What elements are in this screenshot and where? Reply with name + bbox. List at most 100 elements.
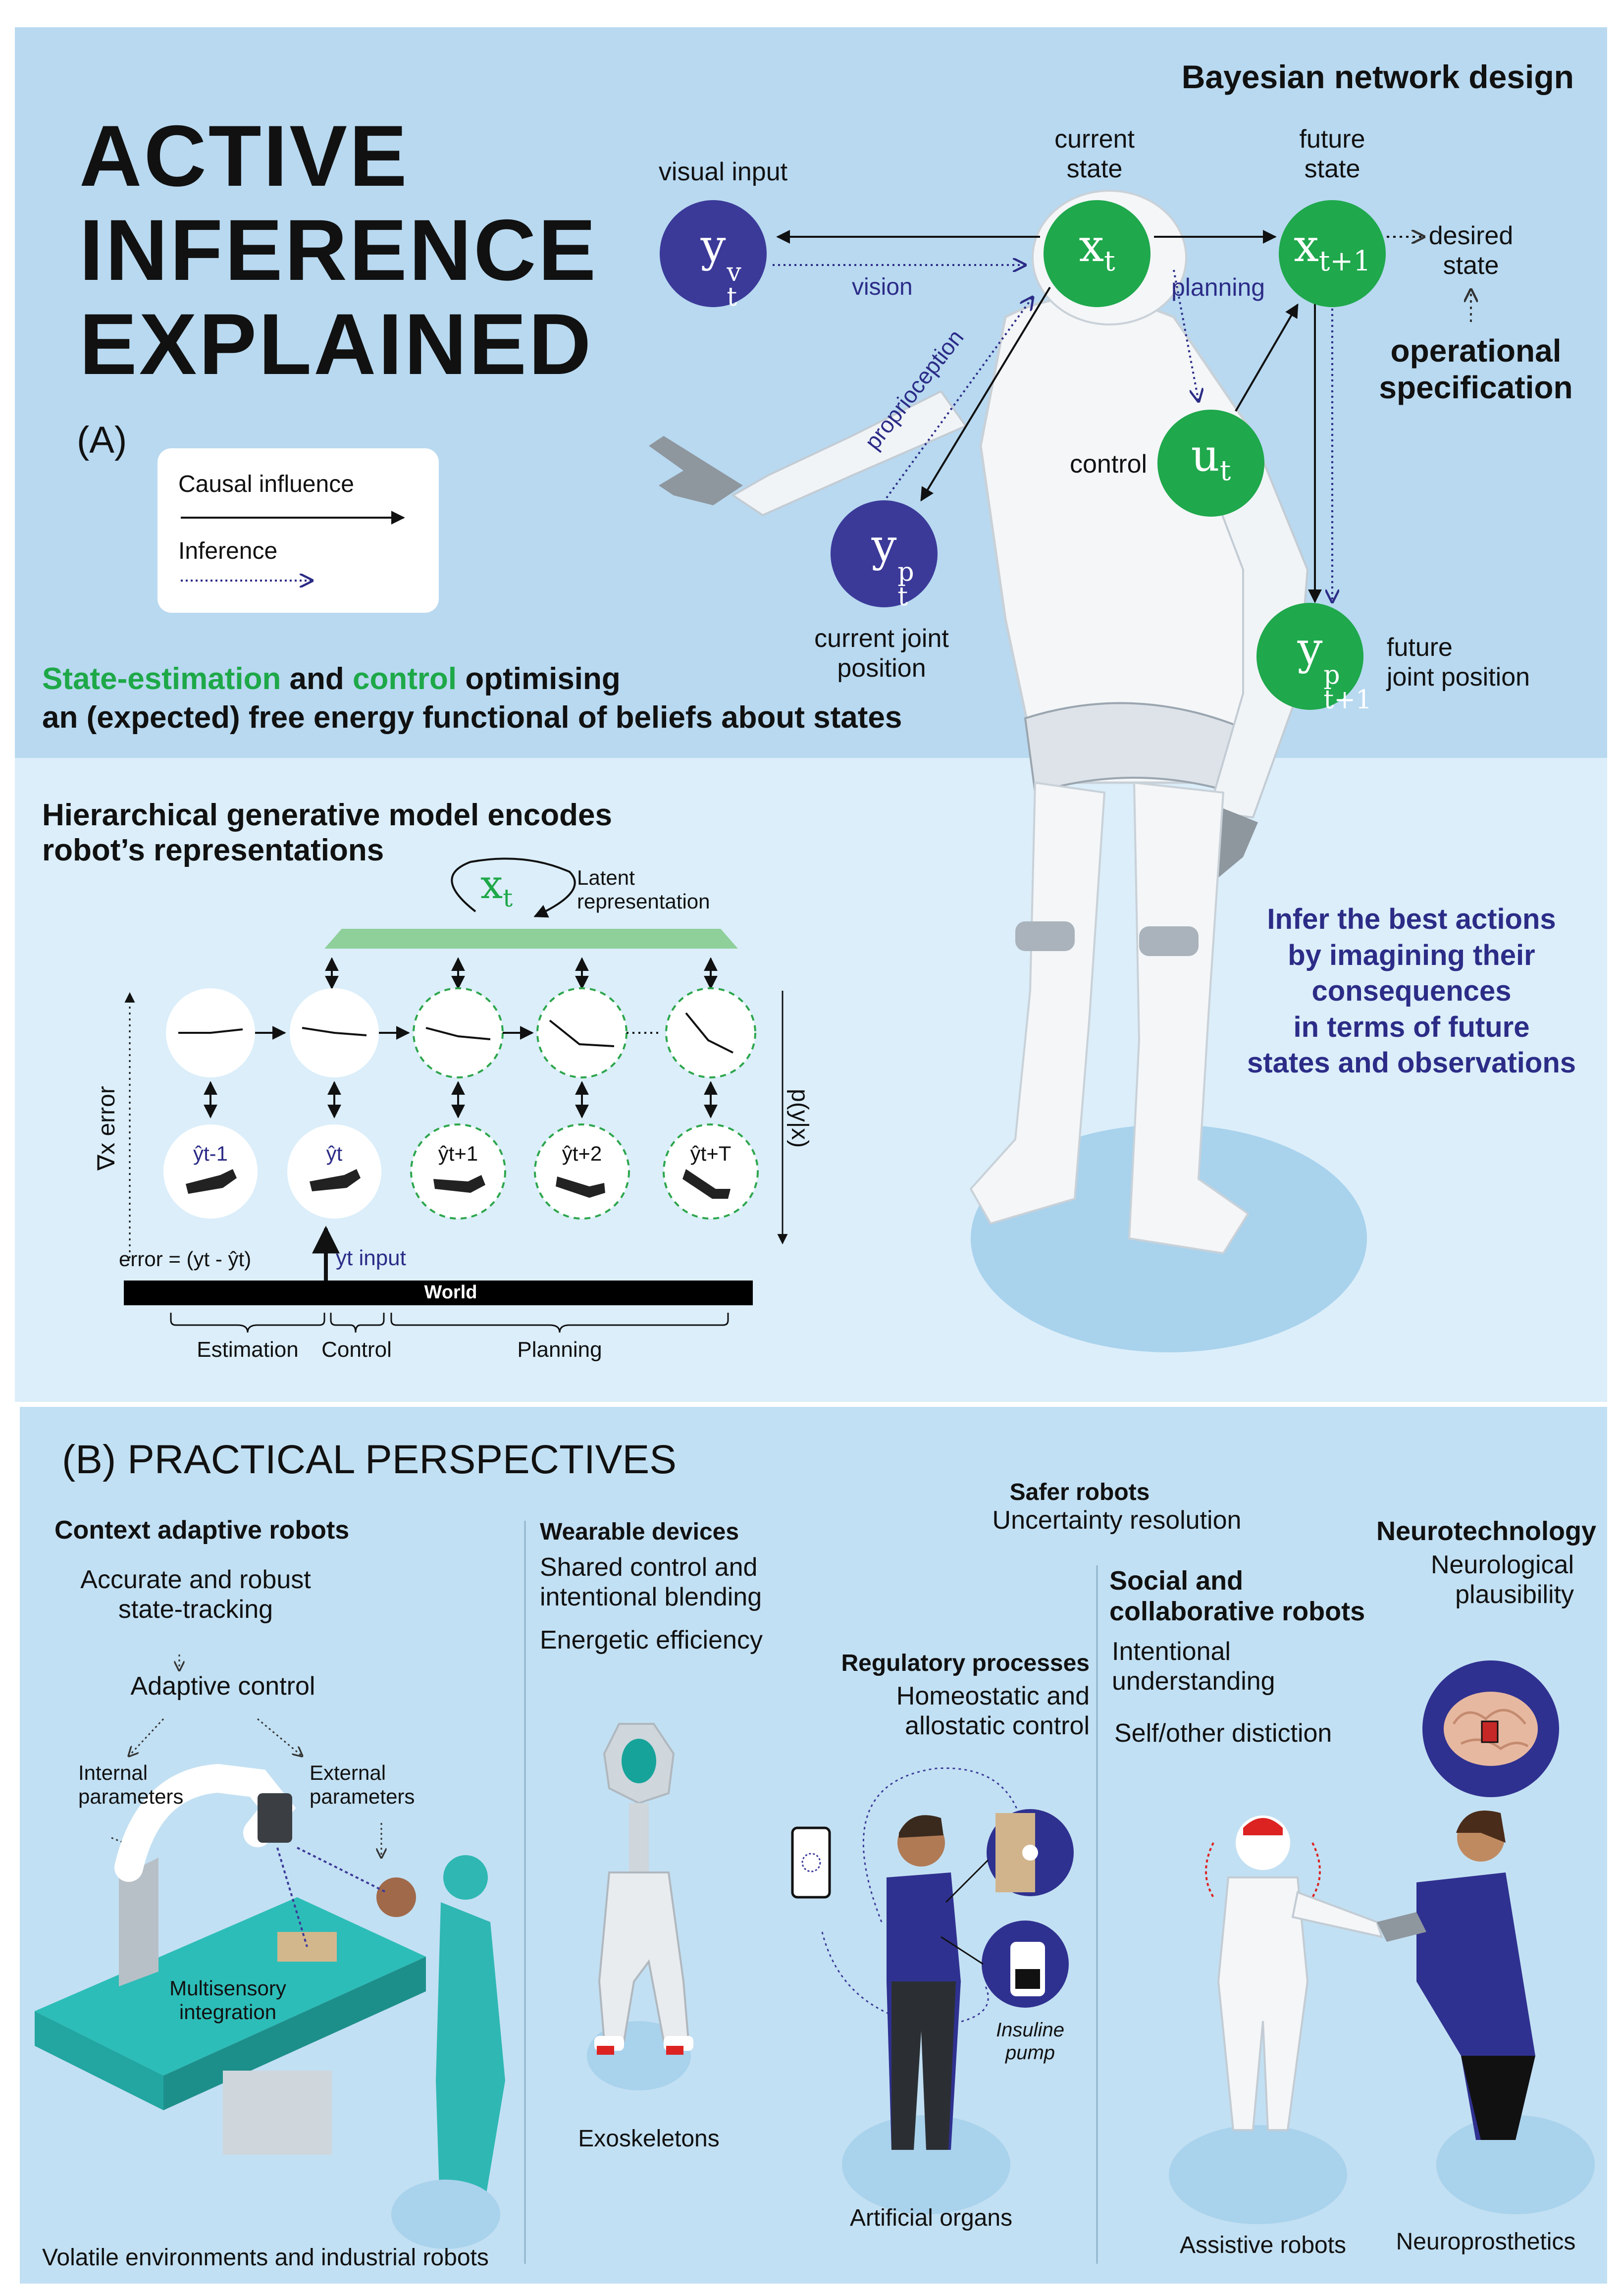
assistive-robot-illustration <box>1169 1815 1384 2224</box>
regulation-loop-2 <box>821 1931 989 2027</box>
latent-to-state-arrows <box>325 957 718 990</box>
multisensory-text: Multisensory integration <box>169 1976 286 2024</box>
label-operational-spec: operational specification <box>1379 333 1573 405</box>
external-text: External parameters <box>310 1761 415 1809</box>
neurotech-title: Neurotechnology <box>1376 1516 1596 1546</box>
brain-folds <box>1452 1709 1529 1751</box>
control-label: Control <box>321 1337 392 1362</box>
regulatory-title: Regulatory processes <box>841 1650 1090 1676</box>
insuline-text: Insuline pump <box>996 2019 1064 2064</box>
intention-arc-right <box>1311 1842 1321 1898</box>
neuro-plaus-text: Neurological plausibility <box>1430 1550 1574 1609</box>
handshake <box>1377 1912 1426 1942</box>
homeostatic-text: Homeostatic and allostatic control <box>896 1682 1090 1740</box>
state-circle-3 <box>413 987 504 1078</box>
woman-legs <box>1461 2056 1535 2140</box>
regulation-loop <box>862 1767 1026 1922</box>
state-estimation-line2: an (expected) free energy functional of … <box>42 700 902 735</box>
obs-circle-5 <box>663 1123 759 1220</box>
sensor-callout <box>945 1859 989 1903</box>
arrow-planning-to-ut <box>1173 269 1199 401</box>
obs-label-5: ŷt+T <box>690 1142 732 1165</box>
insuline-pump-screen <box>1015 1969 1040 1989</box>
hierarchy-title: Hierarchical generative model encodes ro… <box>42 798 612 868</box>
node-ut-label: ut <box>1191 429 1231 487</box>
estimation-brace <box>170 1313 325 1333</box>
neuroprosthetics-illustration <box>1377 1660 1595 2214</box>
estimation-label: Estimation <box>197 1337 299 1362</box>
pump-callout <box>941 1936 984 1965</box>
infer-caption: Infer the best actions by imagining thei… <box>1247 903 1576 1079</box>
label-vision: vision <box>852 274 913 300</box>
legend-causal-label: Causal influence <box>178 471 354 497</box>
planning-label: Planning <box>517 1337 602 1362</box>
input-label: yt input <box>336 1246 406 1270</box>
main-title-line1: ACTIVE <box>79 108 409 205</box>
wearable-title: Wearable devices <box>540 1519 739 1545</box>
planning-brace <box>390 1313 729 1333</box>
surgeon <box>436 1902 505 2239</box>
node-xt1-label: xt+1 <box>1294 220 1371 277</box>
label-control: control <box>1070 450 1148 479</box>
state-to-observation-arrows <box>204 1081 718 1119</box>
panel-a-label: (A) <box>77 419 127 461</box>
assistive-robot-brain <box>1243 1818 1283 1835</box>
grad-error-label: ∇x error <box>93 1086 120 1171</box>
p-y-given-x-label: p(y|x) <box>786 1089 813 1148</box>
robot-left-hand <box>649 436 743 505</box>
latent-bar <box>324 929 738 949</box>
obs-label-1: ŷt-1 <box>193 1142 228 1165</box>
humanoid-robot-illustration <box>649 190 1367 1352</box>
label-current-joint: current joint position <box>814 624 949 683</box>
bayes-network-nodes <box>660 200 1386 710</box>
node-xt <box>1044 200 1150 307</box>
obs-circle-2 <box>287 1124 381 1219</box>
adapt-arrow-2 <box>129 1718 164 1756</box>
assistive-floor <box>1169 2125 1347 2224</box>
assistive-robot-body <box>1217 1876 1309 2131</box>
phone-screen-icon <box>801 1853 821 1872</box>
node-xt-label: xt <box>1079 220 1115 277</box>
state-circle-5 <box>665 987 756 1078</box>
skin-sensor-dot <box>1022 1845 1038 1861</box>
uncertainty-text: Uncertainty resolution <box>992 1506 1242 1535</box>
legend-inference-label: Inference <box>178 538 278 564</box>
brain-implant <box>1481 1720 1499 1743</box>
state-circle-4 <box>536 987 627 1078</box>
control-brace <box>330 1313 385 1333</box>
accurate-text: Accurate and robust state-tracking <box>80 1565 311 1624</box>
surgical-table-side <box>35 2011 163 2110</box>
hierarchical-model-diagram <box>124 857 788 1333</box>
label-planning: planning <box>1171 273 1265 301</box>
obs-label-2: ŷt <box>326 1142 343 1165</box>
person-hair <box>899 1815 943 1838</box>
legend-box <box>157 448 439 613</box>
assistive-text: Assistive robots <box>1179 2232 1347 2258</box>
exo-legs <box>598 1871 690 2042</box>
node-yv <box>660 200 767 307</box>
internal-text: Internal parameters <box>78 1761 184 1809</box>
volatile-text: Volatile environments and industrial rob… <box>42 2244 489 2271</box>
arm-glyphs <box>186 1169 731 1199</box>
energetic-text: Energetic efficiency <box>540 1626 763 1655</box>
surgeon-head <box>443 1855 488 1900</box>
context-adaptive-illustration <box>35 1655 505 2249</box>
artificial-text: Artificial organs <box>849 2205 1013 2231</box>
neuroprosthetics-text: Neuroprosthetics <box>1396 2229 1576 2255</box>
obs-circle-4 <box>534 1123 630 1220</box>
node-yp1 <box>1256 603 1363 710</box>
sensor-line-2 <box>297 1847 387 1893</box>
intention-arc-left <box>1205 1842 1214 1898</box>
obs-label-4: ŷt+2 <box>562 1142 602 1165</box>
context-title: Context adaptive robots <box>54 1516 350 1545</box>
robot-arm-base <box>119 1858 158 1986</box>
node-ut <box>1157 410 1264 517</box>
arrow-xt-to-yp <box>920 286 1051 502</box>
node-xt1 <box>1279 200 1386 307</box>
latent-x-label: xt <box>480 861 513 912</box>
label-desired-state: desired state <box>1428 221 1514 280</box>
label-current-state: current state <box>1054 125 1135 183</box>
